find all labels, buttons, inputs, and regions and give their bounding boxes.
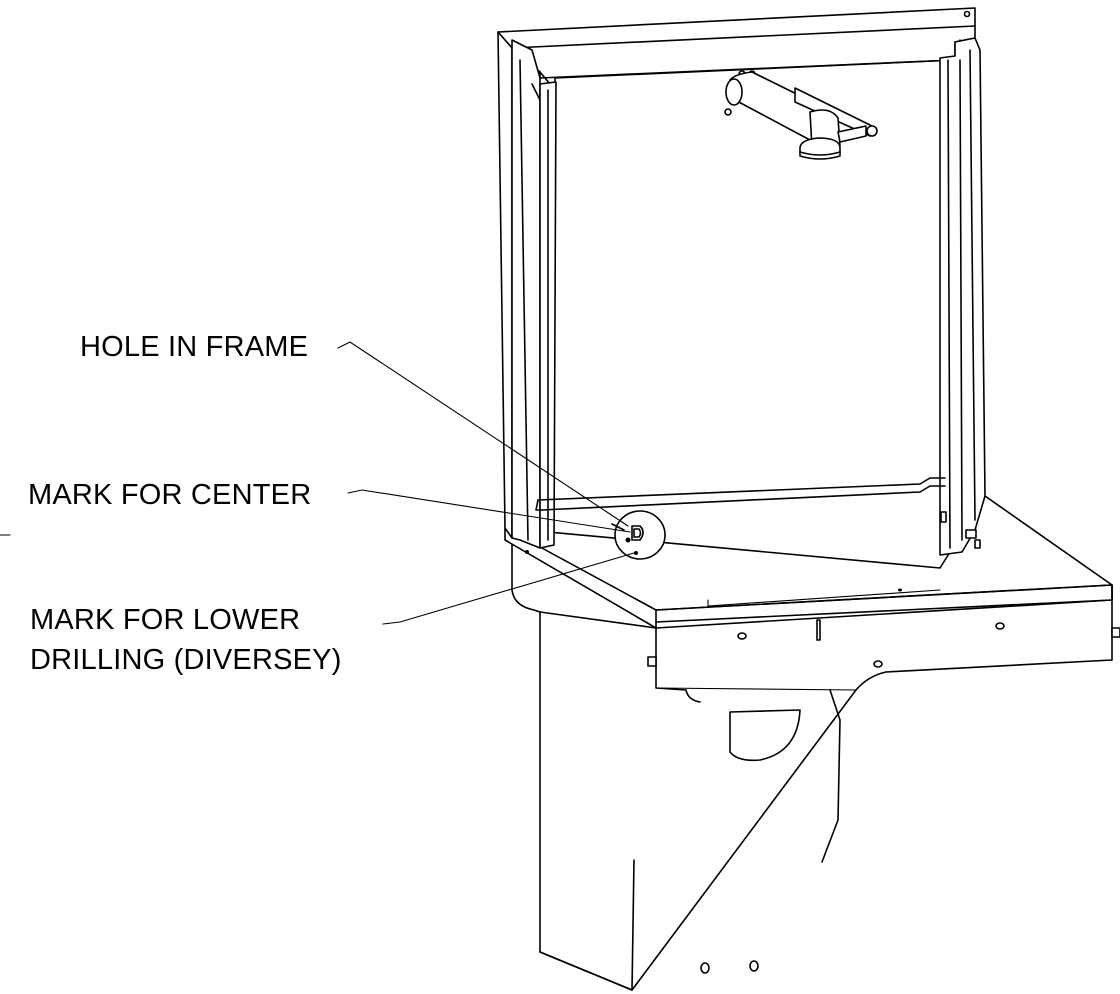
spray-arm-assembly [724,71,878,160]
frame-crossbar [535,477,946,511]
tray-top [504,495,1113,629]
leader-hole-in-frame [337,341,629,527]
leader-mark-for-center [347,489,631,533]
callout-hole-in-frame: HOLE IN FRAME [80,331,309,363]
callout-mark-for-center: MARK FOR CENTER [28,479,312,511]
frame-header [497,7,976,85]
marking-disc [611,510,666,560]
leader-lines [0,341,635,625]
callout-mark-for-lower-line2: DRILLING (DIVERSEY) [30,644,342,676]
callout-mark-for-lower-line1: MARK FOR LOWER [30,604,301,636]
leader-mark-for-lower [382,552,635,625]
pedestal-housing [511,539,1120,991]
frame-post-left [497,31,557,549]
frame-post-right [939,37,986,556]
